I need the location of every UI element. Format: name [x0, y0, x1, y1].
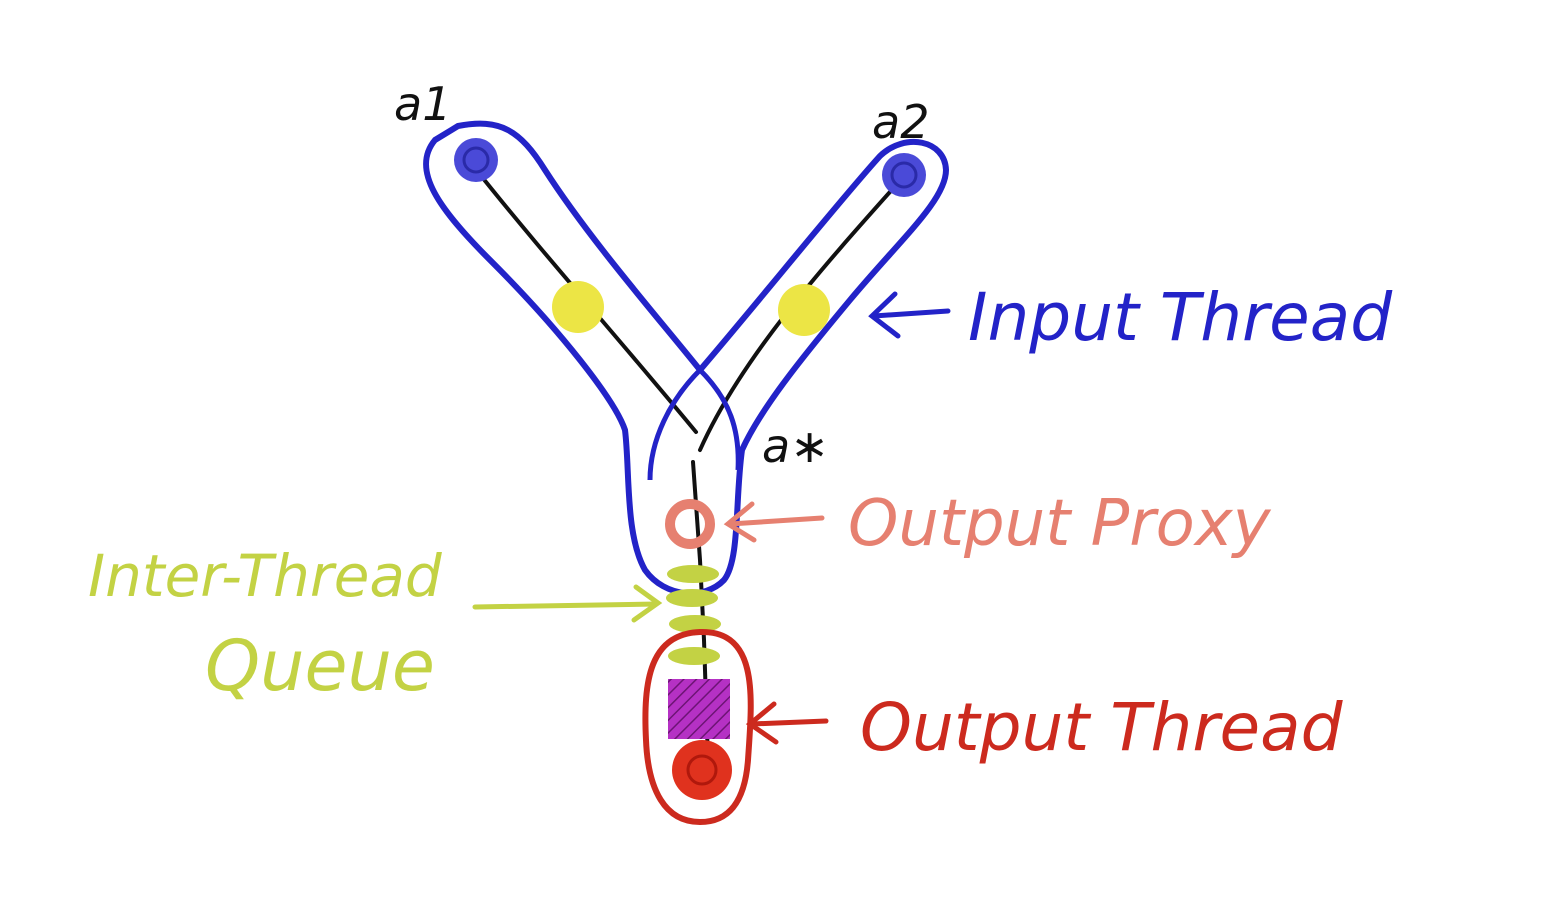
output-proxy-node — [665, 499, 715, 549]
queue-bar — [669, 615, 721, 633]
label-inter-thread: Inter-Thread — [88, 542, 443, 610]
label-input-thread: Input Thread — [968, 279, 1393, 356]
midpoint-right — [778, 284, 830, 336]
arrow-left-icon — [723, 501, 825, 543]
input-thread-inner-stroke — [647, 368, 741, 481]
label-output-proxy: Output Proxy — [848, 487, 1272, 561]
node-a2 — [882, 153, 926, 197]
label-queue-text: Queue — [205, 625, 435, 707]
label-output-thread: Output Thread — [860, 689, 1344, 766]
arrow-left-icon — [868, 291, 951, 339]
arrow-right-icon — [472, 584, 663, 623]
output-thread-outline — [642, 628, 754, 826]
queue-bar — [666, 589, 718, 607]
label-a2: a2 — [872, 95, 929, 149]
arrow-left-icon — [745, 701, 829, 745]
input-thread-outline — [423, 120, 949, 597]
queue-bar — [667, 565, 719, 583]
queue-bar — [668, 647, 720, 665]
label-a1: a1 — [394, 77, 451, 131]
output-node — [672, 740, 732, 800]
graph-edges — [476, 170, 900, 762]
node-a1 — [454, 138, 498, 182]
midpoint-left — [552, 281, 604, 333]
buffer-square — [668, 679, 730, 739]
label-astar: a∗ — [762, 419, 829, 473]
queue-bars — [666, 565, 721, 665]
